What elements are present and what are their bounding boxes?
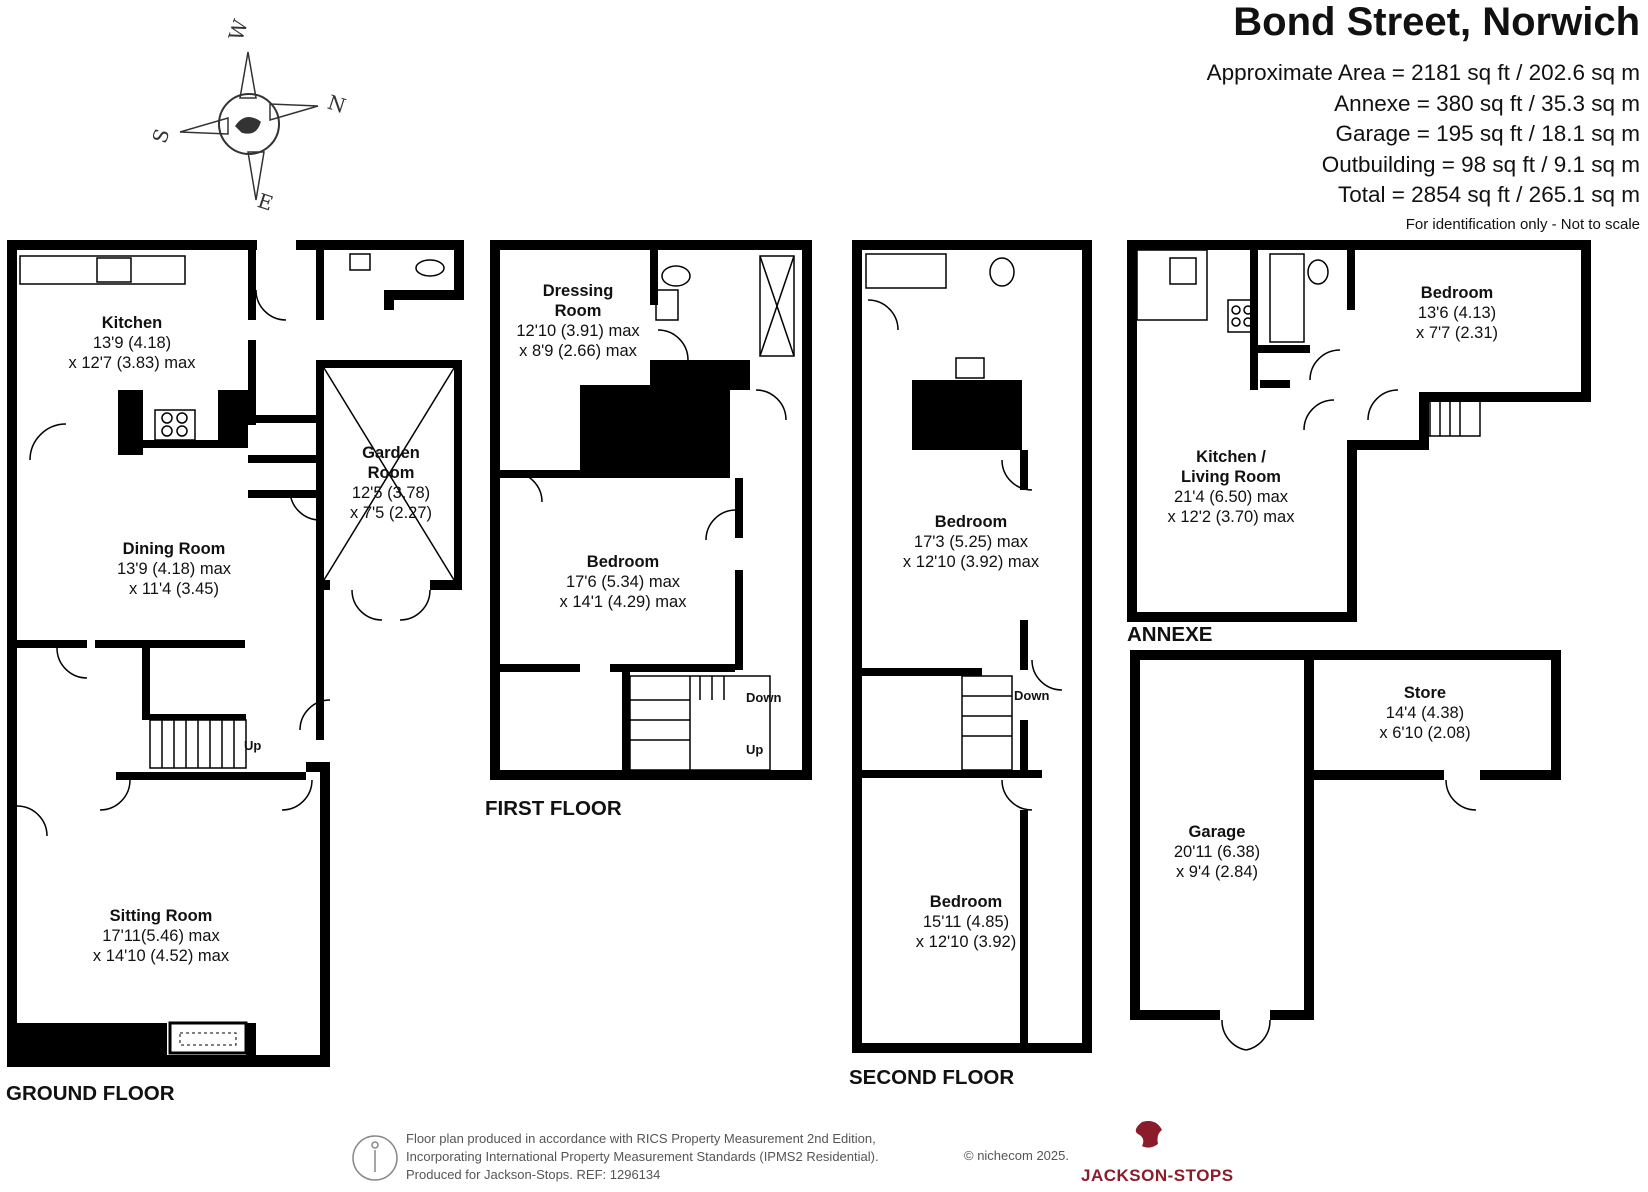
garage-store-details (1221, 680, 1559, 1051)
page-title: Bond Street, Norwich (1233, 0, 1640, 44)
room-dressing: Dressing Room 12'10 (3.91) max x 8'9 (2.… (516, 282, 640, 360)
area-total: Total = 2854 sq ft / 265.1 sq m (1337, 182, 1640, 207)
ground-floor-walls (7, 240, 464, 1067)
scale-note: For identification only - Not to scale (1405, 216, 1640, 233)
annexe-details (1136, 249, 1589, 620)
compass-rose-icon (179, 51, 319, 201)
area-garage: Garage = 195 sq ft / 18.1 sq m (1335, 121, 1640, 146)
room-garage: Garage 20'11 (6.38) x 9'4 (2.84) (1173, 823, 1261, 881)
room-bedroom-second-upper: Bedroom 17'3 (5.25) max x 12'10 (3.92) m… (902, 513, 1040, 571)
room-annexe-kitchen-living: Kitchen / Living Room 21'4 (6.50) max x … (1167, 448, 1295, 526)
room-kitchen: Kitchen 13'9 (4.18) x 12'7 (3.83) max (68, 314, 196, 372)
first-floor-walls (490, 240, 812, 780)
stair-label-first-down: Down (746, 690, 782, 705)
second-floor-walls (852, 240, 1092, 1053)
annexe-label: ANNEXE (1127, 623, 1213, 646)
stair-label-second-down: Down (1014, 688, 1050, 703)
garage-store-walls (1130, 650, 1561, 1020)
stair-label-first-up: Up (746, 742, 764, 757)
annexe-walls (1127, 240, 1591, 622)
ground-floor-label: GROUND FLOOR (6, 1082, 175, 1105)
area-summary: Approximate Area = 2181 sq ft / 202.6 sq… (1207, 58, 1640, 211)
ground-floor-details (9, 253, 461, 1000)
first-floor-label: FIRST FLOOR (485, 797, 622, 820)
room-dining: Dining Room 13'9 (4.18) max x 11'4 (3.45… (116, 540, 232, 598)
room-garden: Garden Room 12'5 (3.78) x 7'5 (2.27) (349, 444, 433, 522)
room-sitting: Sitting Room 17'11(5.46) max x 14'10 (4.… (92, 907, 230, 965)
second-floor-details (854, 253, 1063, 1030)
second-floor-label: SECOND FLOOR (849, 1066, 1015, 1089)
room-annexe-bedroom: Bedroom 13'6 (4.13) x 7'7 (2.31) (1415, 284, 1499, 342)
area-annexe: Annexe = 380 sq ft / 35.3 sq m (1334, 90, 1640, 116)
first-floor-details (492, 255, 810, 771)
jackson-stops-logo-icon (1135, 1121, 1162, 1148)
stair-label-ground-up: Up (244, 738, 262, 753)
area-approximate: Approximate Area = 2181 sq ft / 202.6 sq… (1206, 60, 1640, 85)
room-store: Store 14'4 (4.38) x 6'10 (2.08) (1379, 684, 1471, 742)
area-outbuilding: Outbuilding = 98 sq ft / 9.1 sq m (1321, 151, 1640, 177)
footer-note: Floor plan produced in accordance with R… (406, 1131, 879, 1182)
ipms-person-icon (352, 1135, 398, 1181)
room-bedroom-second-lower: Bedroom 15'11 (4.85) x 12'10 (3.92) (915, 893, 1017, 951)
copyright: © nichecom 2025. (964, 1148, 1069, 1163)
room-bedroom-first: Bedroom 17'6 (5.34) max x 14'1 (4.29) ma… (559, 553, 687, 611)
brand-name: JACKSON-STOPS (1081, 1166, 1234, 1185)
